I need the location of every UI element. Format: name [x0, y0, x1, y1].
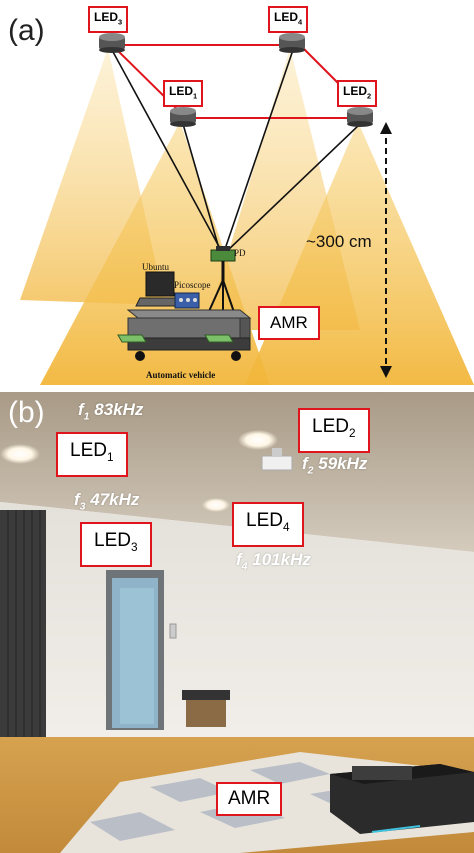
led3-subscript: 3 — [118, 17, 123, 27]
led-rays — [111, 49, 361, 253]
led1-freq-symbol: f — [78, 400, 84, 419]
led4-photo-subscript: 4 — [282, 520, 290, 534]
led2-freq-subscript: 2 — [307, 464, 314, 477]
led4-photo-name: LED — [246, 510, 283, 531]
panel-a-schematic: (a) LED3 LED4 LED1 LED2 ~300 cm AMR PD U… — [0, 0, 474, 390]
led2-fixture — [347, 107, 373, 127]
panel-b-label: (b) — [8, 396, 45, 429]
led3-photo-label-box: LED3 — [80, 522, 152, 567]
led1-freq-subscript: 1 — [83, 410, 90, 423]
led2-photo-name: LED — [312, 416, 349, 437]
automatic-vehicle — [117, 309, 252, 361]
panel-a-label: (a) — [8, 14, 45, 47]
amr-label-box-b: AMR — [216, 782, 283, 816]
led1-photo-name: LED — [70, 440, 107, 461]
distance-label: ~300 cm — [306, 232, 372, 251]
panel-b-photo: (b) f1 83kHz LED1 LED2 f2 59kHz f3 47kHz… — [0, 392, 474, 853]
amr-label-box-a: AMR — [258, 306, 320, 340]
led2-name: LED — [343, 84, 367, 98]
led4-fixture — [279, 33, 305, 53]
picoscope — [174, 292, 200, 309]
led2-freq-value: 59kHz — [313, 454, 368, 473]
led3-frequency: f3 47kHz — [74, 490, 139, 512]
led3-fixture — [99, 33, 125, 53]
led-connections — [111, 44, 356, 119]
led1-label-box: LED1 — [163, 80, 204, 108]
projector — [261, 448, 293, 471]
led-fixtures — [99, 33, 373, 127]
ubuntu-label: Ubuntu — [142, 262, 169, 272]
led4-label-box: LED4 — [268, 6, 309, 34]
led1-name: LED — [169, 84, 193, 98]
led2-photo-label-box: LED2 — [298, 408, 370, 453]
led1-fixture — [170, 107, 196, 127]
led1-frequency: f1 83kHz — [78, 400, 143, 422]
height-arrow — [380, 122, 392, 378]
led4-photo-label-box: LED4 — [232, 502, 304, 547]
led1-subscript: 1 — [193, 91, 198, 101]
led4-subscript: 4 — [298, 17, 303, 27]
led4-freq-value: 101kHz — [247, 550, 311, 569]
pd-label: PD — [234, 248, 246, 258]
led2-label-box: LED2 — [337, 80, 378, 108]
led3-label-box: LED3 — [88, 6, 129, 34]
led4-freq-symbol: f — [236, 550, 242, 569]
led1-photo-label-box: LED1 — [56, 432, 128, 477]
vehicle-label: Automatic vehicle — [146, 370, 216, 380]
led4-name: LED — [274, 10, 298, 24]
led2-freq-symbol: f — [302, 454, 308, 473]
led4-freq-subscript: 4 — [241, 560, 248, 573]
led3-freq-symbol: f — [74, 490, 80, 509]
led3-freq-value: 47kHz — [85, 490, 140, 509]
amr-robot — [330, 764, 474, 834]
led3-freq-subscript: 3 — [79, 500, 86, 513]
picoscope-label: Picoscope — [174, 280, 211, 290]
led2-subscript: 2 — [367, 91, 372, 101]
schematic-drawing — [20, 33, 474, 385]
led3-name: LED — [94, 10, 118, 24]
led2-photo-subscript: 2 — [348, 426, 356, 440]
led1-freq-value: 83kHz — [89, 400, 144, 419]
led3-photo-name: LED — [94, 530, 131, 551]
led1-photo-subscript: 1 — [106, 450, 114, 464]
led4-frequency: f4 101kHz — [236, 550, 311, 572]
led3-photo-subscript: 3 — [130, 540, 138, 554]
led2-frequency: f2 59kHz — [302, 454, 367, 476]
